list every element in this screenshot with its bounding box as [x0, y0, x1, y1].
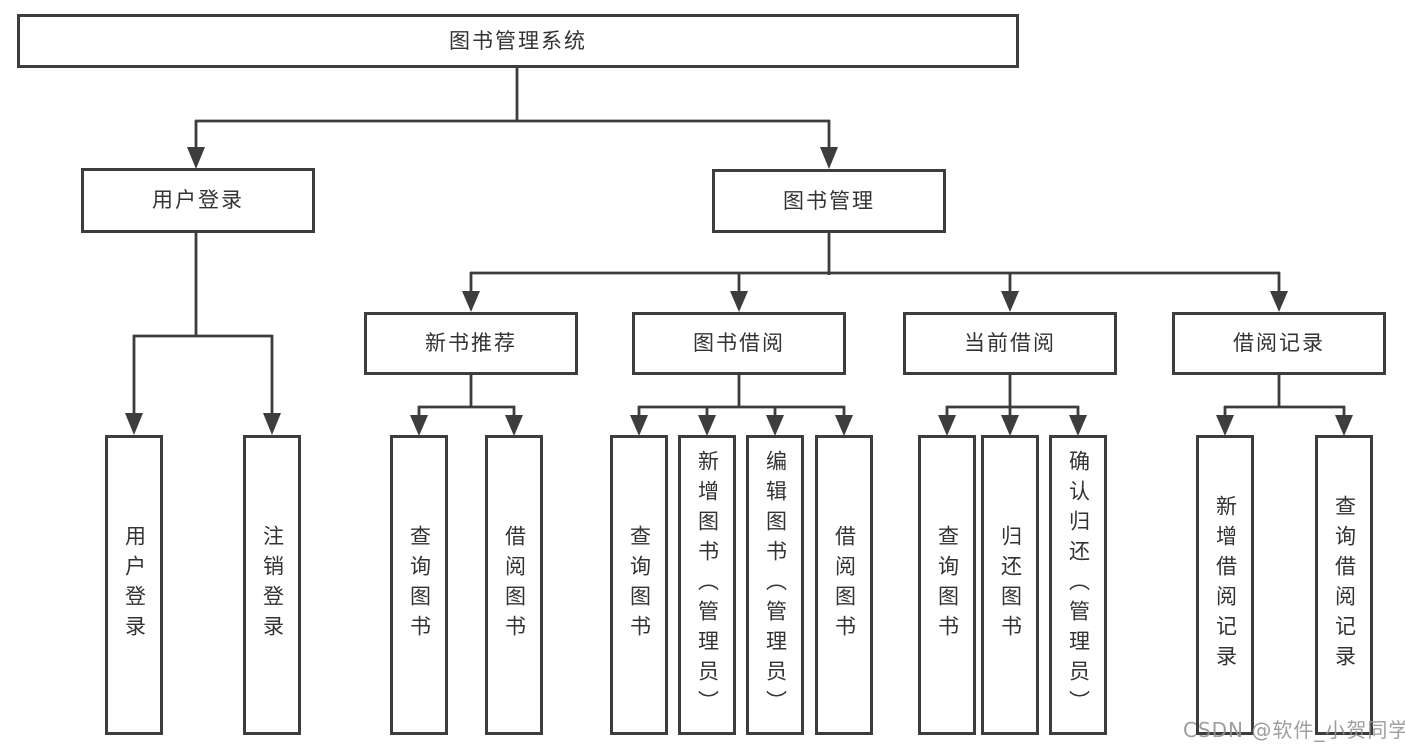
leaf-user-login-label: 用户登录	[122, 525, 147, 645]
leaf-add-book-admin: 新增图书（管理员）	[678, 435, 736, 735]
node-user-login-branch-label: 用户登录	[152, 188, 244, 212]
node-book-management-branch-label: 图书管理	[783, 188, 875, 213]
leaf-query-books-recommend-label: 查询图书	[407, 525, 432, 645]
leaf-return-book: 归还图书	[981, 435, 1039, 735]
node-borrow-records-label: 借阅记录	[1233, 331, 1325, 355]
leaf-query-borrow-record: 查询借阅记录	[1315, 435, 1373, 735]
node-new-book-recommend-label: 新书推荐	[425, 331, 517, 355]
csdn-watermark: CSDN @软件_小贺同学	[1183, 718, 1405, 742]
leaf-edit-book-admin: 编辑图书（管理员）	[746, 435, 804, 735]
leaf-confirm-return-admin-label: 确认归还（管理员）	[1066, 450, 1091, 720]
node-borrow-records: 借阅记录	[1172, 312, 1386, 375]
leaf-return-book-label: 归还图书	[998, 525, 1023, 645]
leaf-borrow-books-label: 借阅图书	[832, 525, 857, 645]
leaf-query-books-current: 查询图书	[918, 435, 976, 735]
node-root-label: 图书管理系统	[449, 28, 587, 53]
node-book-borrow-label: 图书借阅	[693, 331, 785, 355]
leaf-borrow-books: 借阅图书	[815, 435, 873, 735]
leaf-query-books-current-label: 查询图书	[935, 525, 960, 645]
leaf-confirm-return-admin: 确认归还（管理员）	[1049, 435, 1107, 735]
leaf-query-borrow-record-label: 查询借阅记录	[1332, 495, 1357, 675]
leaf-logout-label: 注销登录	[260, 525, 285, 645]
leaf-query-books-borrow-label: 查询图书	[627, 525, 652, 645]
leaf-logout: 注销登录	[243, 435, 301, 735]
leaf-add-book-admin-label: 新增图书（管理员）	[695, 450, 720, 720]
node-root: 图书管理系统	[17, 14, 1019, 68]
node-new-book-recommend: 新书推荐	[364, 312, 578, 375]
leaf-query-books-recommend: 查询图书	[390, 435, 448, 735]
leaf-user-login: 用户登录	[105, 435, 163, 735]
node-user-login-branch: 用户登录	[81, 168, 315, 233]
leaf-edit-book-admin-label: 编辑图书（管理员）	[763, 450, 788, 720]
node-current-borrow-label: 当前借阅	[964, 331, 1056, 355]
leaf-add-borrow-record-label: 新增借阅记录	[1213, 495, 1238, 675]
node-current-borrow: 当前借阅	[903, 312, 1117, 375]
node-book-management-branch: 图书管理	[712, 169, 946, 233]
leaf-borrow-books-recommend: 借阅图书	[485, 435, 543, 735]
leaf-add-borrow-record: 新增借阅记录	[1196, 435, 1254, 735]
node-book-borrow: 图书借阅	[632, 312, 846, 375]
leaf-query-books-borrow: 查询图书	[610, 435, 668, 735]
leaf-borrow-books-recommend-label: 借阅图书	[502, 525, 527, 645]
